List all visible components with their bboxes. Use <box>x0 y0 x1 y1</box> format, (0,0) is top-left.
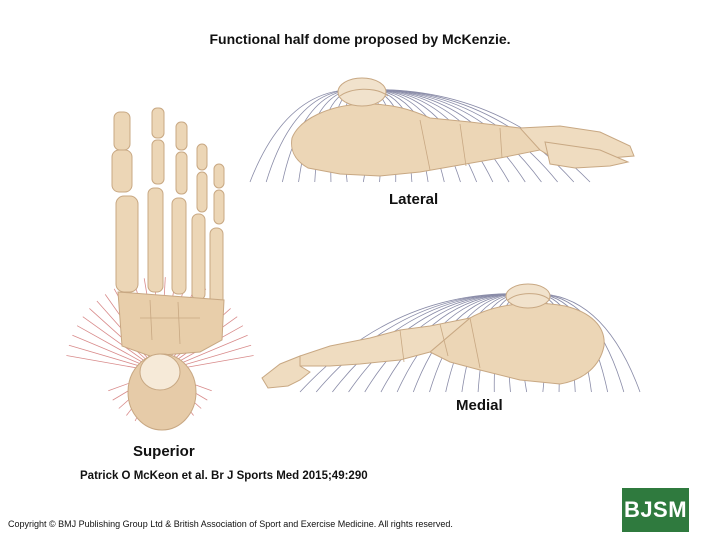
lateral-foot-bones <box>291 77 635 177</box>
lateral-view-label: Lateral <box>389 191 439 208</box>
copyright-notice: Copyright © BMJ Publishing Group Ltd & B… <box>8 519 453 529</box>
slide-title: Functional half dome proposed by McKenzi… <box>209 31 511 47</box>
superior-view <box>66 107 254 431</box>
hallux-phalanx <box>113 111 131 151</box>
lateral-view <box>249 77 635 183</box>
citation: Patrick O McKeon et al. Br J Sports Med … <box>80 470 368 482</box>
medial-foot-bones <box>261 283 605 389</box>
superior-foot-bones <box>111 107 225 431</box>
medial-view-label: Medial <box>456 397 503 414</box>
bjsm-logo: BJSM <box>622 488 689 532</box>
superior-view-label: Superior <box>133 443 195 460</box>
medial-view <box>261 283 641 393</box>
